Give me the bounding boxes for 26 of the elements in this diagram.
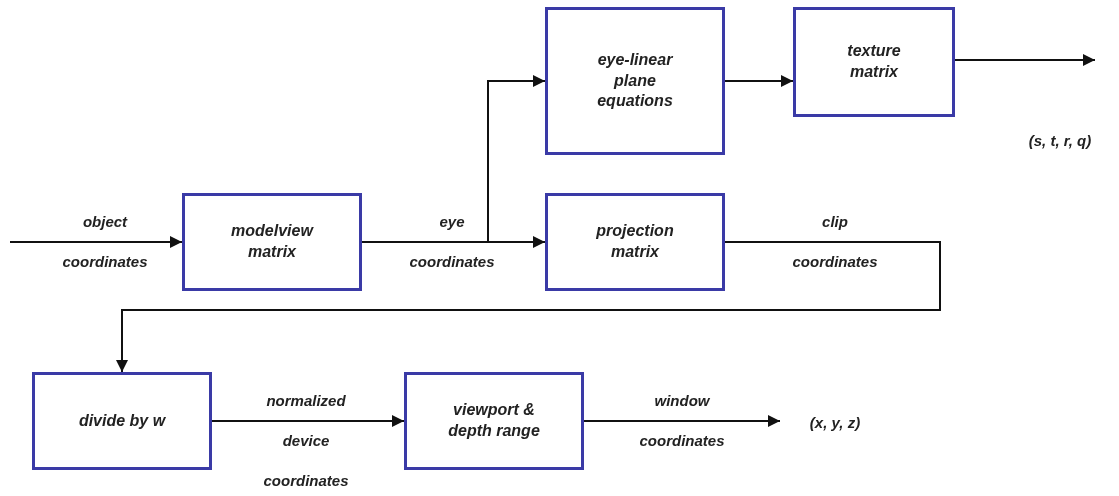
edge-label: window coordinates	[638, 391, 726, 451]
edge-label: object coordinates	[61, 212, 149, 272]
box-label: divide by w	[78, 410, 166, 431]
coordinate-label: (s, t, r, q)	[1028, 131, 1092, 149]
arrow	[361, 75, 546, 243]
arrow	[211, 415, 405, 427]
box-label: viewport & depth range	[447, 400, 541, 441]
process-box	[545, 193, 725, 291]
edge-label: normalized device coordinates	[262, 391, 350, 491]
arrow	[116, 241, 941, 373]
edge-label: eye coordinates	[408, 212, 496, 272]
arrow	[583, 415, 781, 427]
process-box	[793, 7, 955, 117]
process-box	[404, 372, 584, 470]
arrow	[954, 54, 1096, 66]
box-label: projection matrix	[595, 221, 675, 262]
process-box	[32, 372, 212, 470]
process-box	[182, 193, 362, 291]
coordinate-label: (x, y, z)	[809, 413, 861, 431]
process-box	[545, 7, 725, 155]
box-label: modelview matrix	[230, 221, 315, 262]
arrow	[724, 75, 794, 87]
edge-label: clip coordinates	[791, 212, 879, 272]
arrow	[9, 236, 183, 248]
box-label: eye-linear plane equations	[596, 49, 674, 112]
box-label: texture matrix	[846, 41, 902, 82]
